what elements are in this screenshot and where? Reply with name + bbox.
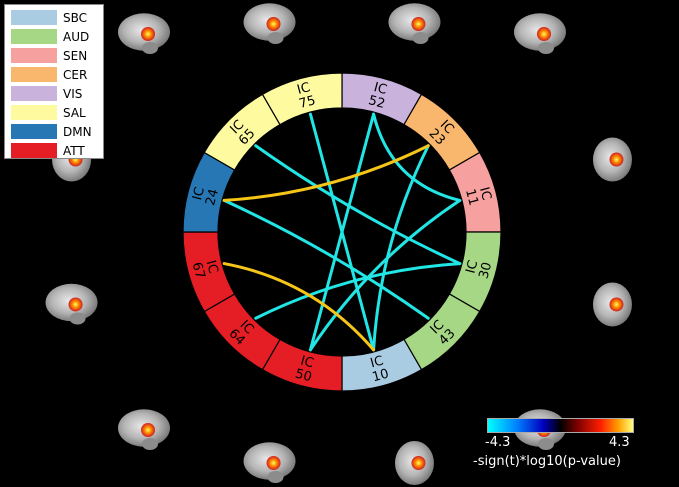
connection-50-11 (308, 198, 462, 352)
colorbar-gradient (487, 418, 634, 433)
ic-prefix: IC (463, 259, 481, 275)
ic-prefix: IC (203, 259, 221, 275)
ic-number: 10 (371, 367, 391, 386)
legend-swatch (11, 105, 57, 120)
legend-item-sbc: SBC (11, 8, 103, 27)
ic-number: 52 (367, 93, 387, 112)
colorbar-max-label: 4.3 (609, 435, 630, 450)
legend-swatch (11, 143, 57, 158)
connection-10-23 (372, 144, 430, 352)
ic-prefix: IC (296, 80, 312, 98)
legend-item-aud: AUD (11, 27, 103, 46)
ic-segment-75 (261, 72, 343, 126)
brain-thumbnail-10 (394, 441, 434, 485)
colorbar-title: -sign(t)*log10(p-value) (473, 454, 621, 469)
legend-item-vis: VIS (11, 84, 103, 103)
legend-label: ATT (63, 143, 85, 158)
legend-swatch (11, 48, 57, 63)
ic-ring (182, 72, 502, 392)
ic-number: 75 (297, 93, 317, 112)
ic-number: 30 (477, 261, 496, 281)
domain-legend: SBC AUD SEN CER VIS SAL DMN ATT (4, 4, 104, 159)
legend-label: CER (63, 67, 88, 82)
brain-thumbnail-75 (243, 3, 296, 44)
brain-thumbnail-52 (388, 3, 441, 44)
brain-thumbnail-50 (243, 442, 296, 483)
brain-thumbnail-30 (592, 282, 632, 327)
connection-24-23 (222, 144, 430, 202)
brain-thumbnail-64 (118, 409, 171, 450)
connection-65-30 (254, 144, 462, 266)
connection-52-50 (308, 112, 376, 352)
legend-label: DMN (63, 124, 92, 139)
legend-label: VIS (63, 86, 83, 101)
legend-swatch (11, 10, 57, 25)
legend-label: SBC (63, 10, 88, 25)
brain-thumbnail-67 (45, 283, 98, 325)
connection-52-11 (372, 112, 462, 202)
legend-item-sal: SAL (11, 103, 103, 122)
legend-item-cer: CER (11, 65, 103, 84)
connection-64-30 (254, 262, 462, 320)
legend-item-dmn: DMN (11, 122, 103, 141)
connection-67-10 (222, 262, 376, 352)
ic-number: 50 (294, 367, 314, 386)
legend-item-att: ATT (11, 141, 103, 160)
legend-swatch (11, 124, 57, 139)
ic-number: 67 (189, 261, 208, 281)
brain-thumbnail-65 (118, 13, 171, 55)
ic-prefix: IC (190, 186, 208, 202)
legend-label: SEN (63, 48, 88, 63)
connection-43-24 (222, 198, 430, 320)
legend-swatch (11, 67, 57, 82)
colorbar-min-label: -4.3 (485, 435, 511, 450)
ic-prefix: IC (476, 186, 494, 202)
ic-number: 11 (462, 187, 481, 207)
connections (222, 112, 462, 352)
brain-thumbnail-11 (592, 137, 632, 182)
ic-prefix: IC (369, 353, 385, 371)
legend-swatch (11, 29, 57, 44)
legend-label: SAL (63, 105, 86, 120)
ic-prefix: IC (299, 353, 315, 371)
legend-item-sen: SEN (11, 46, 103, 65)
brain-thumbnail-23 (513, 13, 566, 55)
legend-swatch (11, 86, 57, 101)
ic-number: 24 (203, 187, 222, 207)
legend-label: AUD (63, 29, 90, 44)
ic-prefix: IC (372, 80, 388, 98)
